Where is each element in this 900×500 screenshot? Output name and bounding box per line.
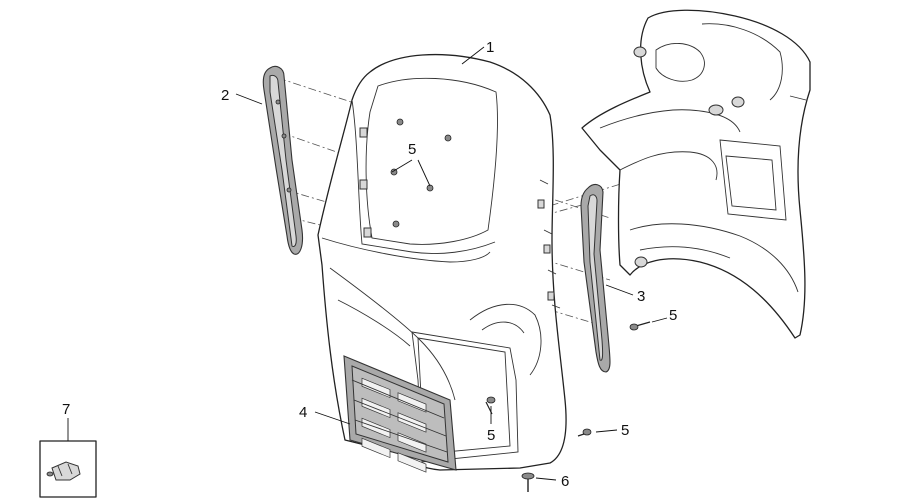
- loose-screws: [485, 321, 651, 492]
- right-trim-strip: [580, 183, 611, 373]
- callout-4: 4: [299, 404, 307, 421]
- bottom-screw: [521, 472, 535, 492]
- callout-5-center-lower: 5: [487, 427, 495, 444]
- grille: [343, 355, 457, 473]
- callout-labels: 1 2 3 4 5 5 5 5 6 7: [62, 39, 677, 490]
- callout-5-right-upper: 5: [669, 307, 677, 324]
- callout-2: 2: [221, 87, 229, 104]
- callout-5-upper: 5: [408, 141, 416, 158]
- leader-lines: [67, 46, 668, 481]
- front-shield: [317, 53, 567, 471]
- callout-5-right-lower: 5: [621, 422, 629, 439]
- callout-7: 7: [62, 401, 70, 418]
- screw-right-upper: [629, 321, 651, 331]
- callout-3: 3: [637, 288, 645, 305]
- callout-6: 6: [561, 473, 569, 490]
- rear-inner-panel: [581, 9, 811, 339]
- callout-1: 1: [486, 39, 494, 56]
- clip-kit-box: [39, 440, 97, 498]
- screw-right-lower: [577, 428, 592, 437]
- left-trim-strip: [262, 65, 304, 255]
